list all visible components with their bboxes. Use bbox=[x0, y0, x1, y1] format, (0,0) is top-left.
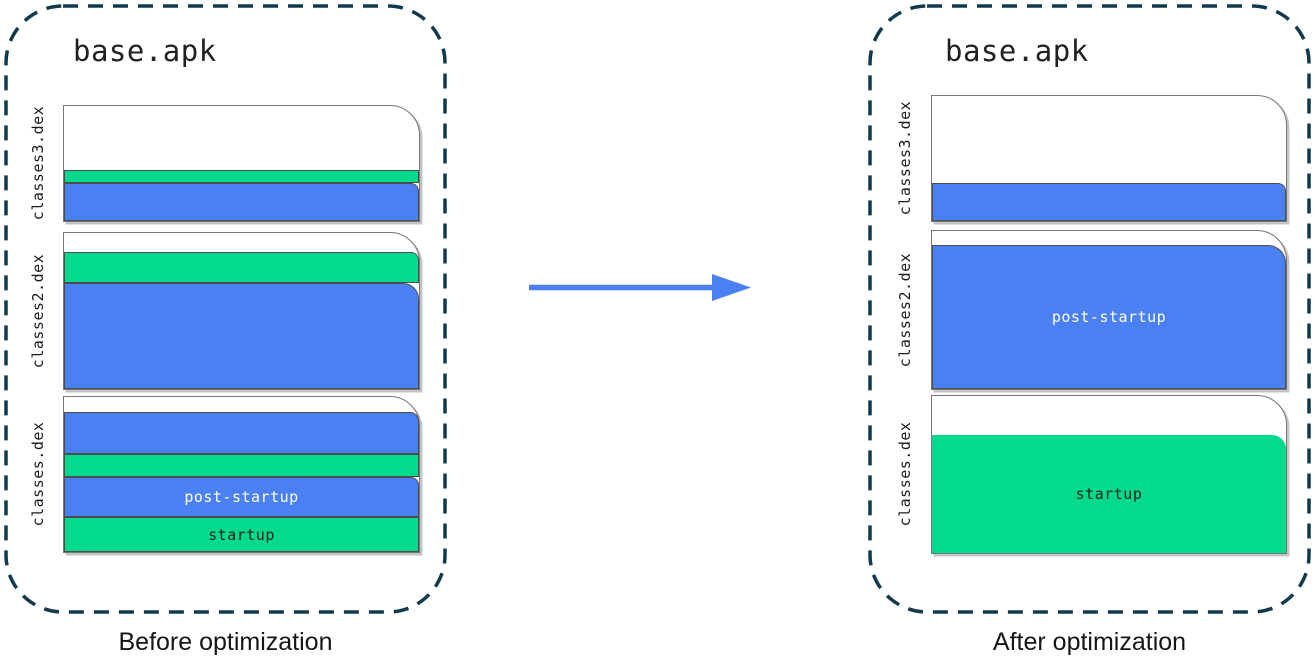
caption-after: After optimization bbox=[992, 628, 1187, 656]
file-classes3-dex bbox=[63, 105, 420, 222]
band-label: post-startup bbox=[1051, 308, 1167, 326]
file-classes2-dex bbox=[63, 232, 420, 390]
band-post-startup-sliver bbox=[64, 183, 419, 221]
apk-title: base.apk bbox=[73, 34, 217, 68]
band-label: startup bbox=[208, 525, 275, 544]
file-classes-dex: startup bbox=[931, 395, 1287, 554]
right-arrow-icon bbox=[529, 274, 751, 301]
band-startup-sliver bbox=[64, 454, 419, 477]
band-post-startup: post-startup bbox=[64, 477, 419, 517]
band-post-startup-sliver bbox=[932, 183, 1286, 221]
file-name-label: classes3.dex bbox=[896, 100, 914, 216]
file-name-label: classes.dex bbox=[29, 421, 47, 527]
file-classes2-dex: post-startup bbox=[931, 230, 1287, 390]
file-name-label: classes2.dex bbox=[29, 253, 47, 369]
panel-before: base.apk classes3.dex classes2.dex class… bbox=[4, 4, 447, 614]
panel-after: base.apk classes3.dex classes2.dex post-… bbox=[868, 4, 1311, 614]
band-startup-sliver bbox=[64, 252, 419, 283]
file-name-label: classes.dex bbox=[896, 421, 914, 527]
file-classes3-dex bbox=[931, 95, 1287, 222]
file-classes-dex: post-startup startup bbox=[63, 396, 420, 553]
file-name-label: classes2.dex bbox=[896, 252, 914, 368]
band-startup: startup bbox=[64, 517, 419, 552]
band-post-startup-sliver bbox=[64, 412, 419, 454]
band-post-startup: post-startup bbox=[932, 245, 1286, 389]
band-label: startup bbox=[1075, 485, 1143, 503]
band-startup: startup bbox=[932, 435, 1286, 553]
dashed-border bbox=[868, 4, 1311, 614]
band-post-startup-sliver bbox=[64, 283, 419, 389]
dashed-border bbox=[4, 4, 447, 614]
file-name-label: classes3.dex bbox=[29, 105, 47, 221]
apk-title: base.apk bbox=[945, 34, 1089, 68]
band-label: post-startup bbox=[184, 488, 299, 506]
band-startup-sliver bbox=[64, 170, 419, 183]
caption-before: Before optimization bbox=[118, 628, 333, 656]
